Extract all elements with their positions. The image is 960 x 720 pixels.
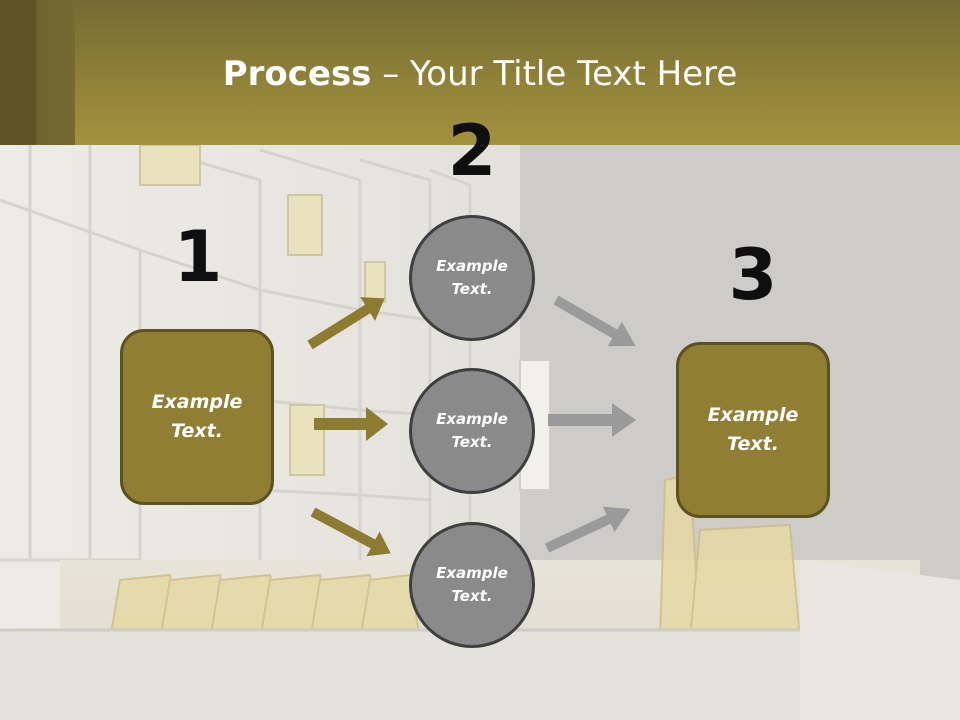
step-number-1: 1	[173, 216, 223, 298]
step-2-circle-middle[interactable]: Example Text.	[409, 368, 535, 494]
circle-top-label: Example Text.	[436, 257, 508, 298]
step-1-label: Example Text.	[151, 391, 243, 442]
title-bold: Process	[222, 54, 372, 94]
title-bar	[0, 0, 960, 145]
title-bar-accent	[0, 0, 75, 145]
slide-title[interactable]: Process – Your Title Text Here	[0, 52, 960, 96]
step-3-label: Example Text.	[707, 404, 799, 455]
step-1-box[interactable]: Example Text.	[120, 329, 274, 505]
title-rest: – Your Title Text Here	[371, 54, 738, 94]
step-2-circle-top[interactable]: Example Text.	[409, 215, 535, 341]
step-number-3: 3	[728, 234, 778, 316]
step-3-box[interactable]: Example Text.	[676, 342, 830, 518]
circle-bottom-label: Example Text.	[436, 564, 508, 605]
step-number-2: 2	[447, 110, 497, 192]
circle-middle-label: Example Text.	[436, 410, 508, 451]
step-2-circle-bottom[interactable]: Example Text.	[409, 522, 535, 648]
